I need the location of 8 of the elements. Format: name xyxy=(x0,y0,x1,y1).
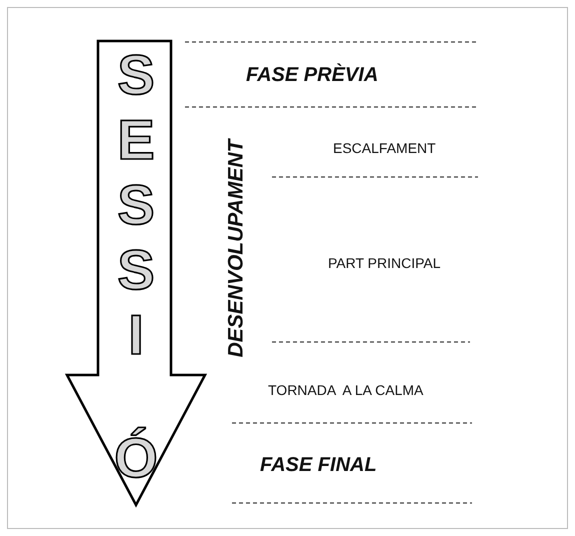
stage-label: PART PRINCIPAL xyxy=(328,256,441,270)
side-heading: DESENVOLUPAMENT xyxy=(225,139,246,357)
stage-label: TORNADA A LA CALMA xyxy=(268,383,424,397)
phase-heading: FASE FINAL xyxy=(260,455,377,475)
stage-label: ESCALFAMENT xyxy=(333,141,436,155)
vertical-word: SESSIÓ xyxy=(113,42,159,490)
down-arrow xyxy=(66,40,206,506)
phase-heading: FASE PRÈVIA xyxy=(246,65,378,85)
